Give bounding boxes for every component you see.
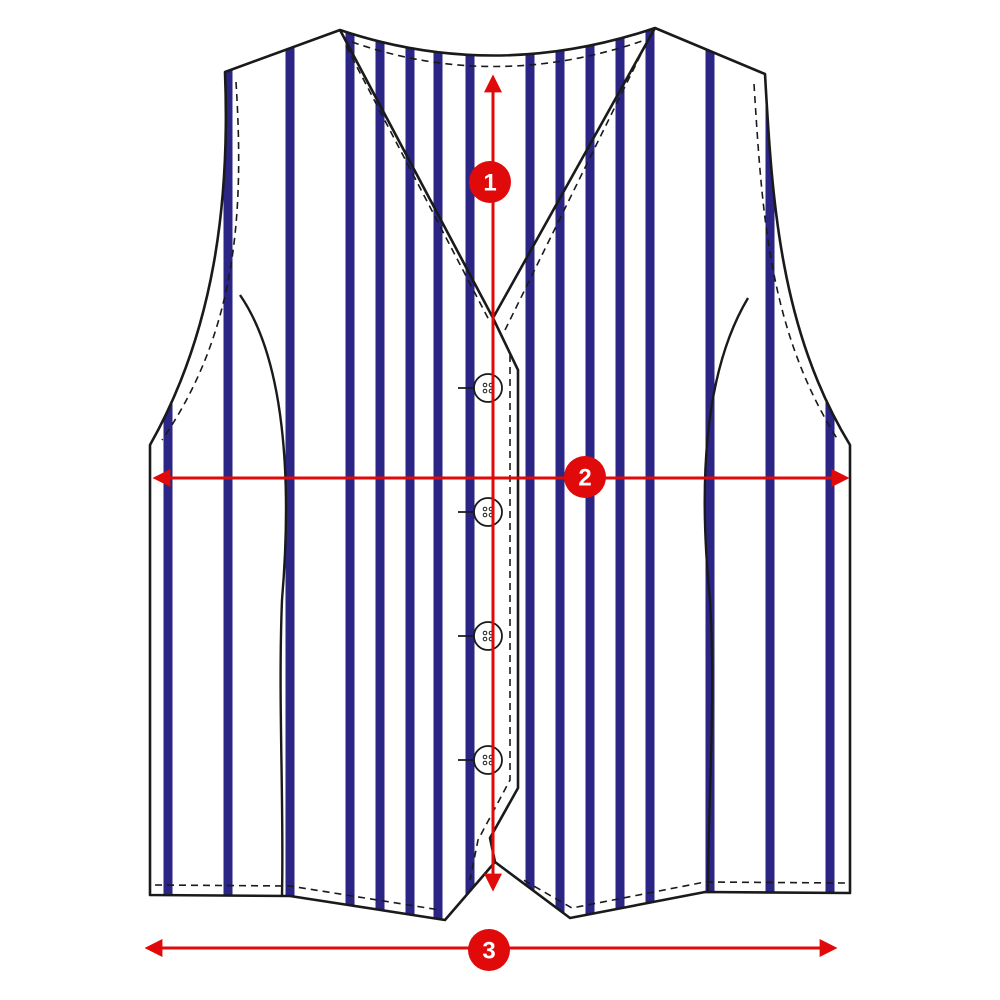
stitch-left-hem xyxy=(154,884,441,911)
stitch-neck xyxy=(351,39,646,68)
button-circle xyxy=(473,373,503,403)
marker-3-circle xyxy=(468,929,510,971)
button-circle xyxy=(473,621,503,651)
marker-2-circle xyxy=(564,456,606,498)
stripe xyxy=(555,28,565,920)
left-side-seam xyxy=(239,294,288,896)
marker-1-label: 1 xyxy=(483,170,496,197)
stripe xyxy=(645,28,655,920)
measurement-marker-3: 3 xyxy=(468,929,510,971)
right-side-seam xyxy=(703,297,750,893)
stitch-right-armhole xyxy=(753,83,839,441)
stripe xyxy=(163,28,173,920)
left-lapel-edge xyxy=(338,29,495,319)
stitch-right-lapel xyxy=(504,43,647,331)
stripe xyxy=(525,28,535,920)
measurement-marker-1: 1 xyxy=(469,161,511,203)
stripe xyxy=(825,28,835,920)
stripe xyxy=(345,28,355,920)
vest-body xyxy=(150,28,850,920)
marker-1-circle xyxy=(469,161,511,203)
measurement-marker-2: 2 xyxy=(564,456,606,498)
stitch-left-armhole xyxy=(161,81,240,441)
button-circle xyxy=(473,745,503,775)
stripe xyxy=(615,28,625,920)
stitch-right-hem xyxy=(519,877,846,909)
stitch-left-lapel xyxy=(345,45,491,323)
vest-outline xyxy=(148,26,852,922)
stripe xyxy=(375,28,385,920)
marker-2-label: 2 xyxy=(578,465,591,492)
button-circle xyxy=(473,497,503,527)
stripe xyxy=(465,28,475,920)
stripe xyxy=(405,28,415,920)
side-seams xyxy=(239,294,750,896)
stripe xyxy=(705,28,715,920)
marker-3-label: 3 xyxy=(482,938,495,965)
stripe xyxy=(433,28,443,920)
